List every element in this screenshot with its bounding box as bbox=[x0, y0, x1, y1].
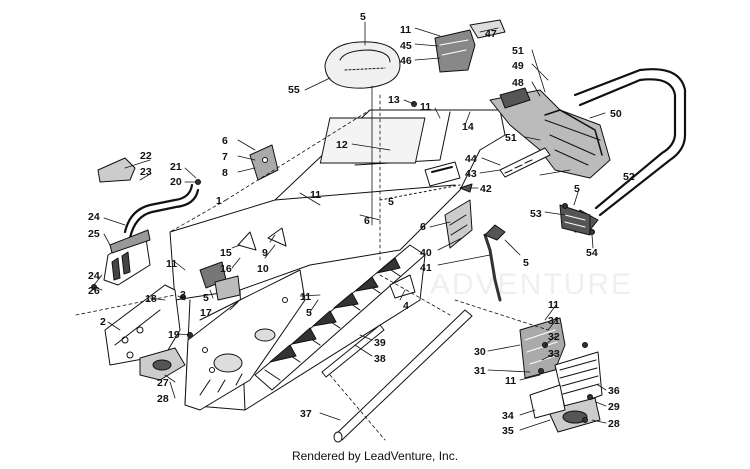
callout-6-right: 6 bbox=[420, 221, 426, 233]
bumper-bracket bbox=[559, 204, 591, 236]
callout-40: 40 bbox=[420, 247, 432, 259]
callout-5-right: 5 bbox=[574, 183, 580, 195]
running-board bbox=[254, 244, 426, 391]
callout-24-top: 24 bbox=[88, 211, 100, 223]
callout-31-mid: 31 bbox=[474, 365, 486, 377]
callout-25: 25 bbox=[88, 228, 100, 240]
callout-34: 34 bbox=[502, 410, 514, 422]
callout-30: 30 bbox=[474, 346, 486, 358]
callout-12: 12 bbox=[336, 139, 348, 151]
callout-29: 29 bbox=[608, 401, 620, 413]
callout-27: 27 bbox=[157, 377, 169, 389]
callout-11-top: 11 bbox=[400, 24, 411, 36]
callout-39: 39 bbox=[374, 337, 386, 349]
fasteners bbox=[91, 101, 595, 423]
callout-44: 44 bbox=[465, 153, 477, 165]
callout-5-mid: 5 bbox=[306, 307, 312, 319]
callout-38: 38 bbox=[374, 353, 386, 365]
callout-11-center: 11 bbox=[310, 189, 321, 201]
mount-block bbox=[199, 261, 241, 301]
callout-16: 16 bbox=[220, 263, 232, 275]
callout-17: 17 bbox=[200, 307, 212, 319]
short-rod bbox=[321, 324, 385, 378]
callout-32: 32 bbox=[548, 331, 560, 343]
callout-19: 19 bbox=[168, 329, 180, 341]
callout-7: 7 bbox=[222, 151, 228, 163]
callout-6-left: 6 bbox=[222, 135, 228, 147]
callout-14: 14 bbox=[462, 121, 474, 133]
callout-11-lower: 11 bbox=[505, 375, 516, 387]
callout-1: 1 bbox=[216, 195, 222, 207]
callout-15: 15 bbox=[220, 247, 232, 259]
callout-43: 43 bbox=[465, 168, 477, 180]
callout-11-left: 11 bbox=[166, 258, 177, 270]
callout-4: 4 bbox=[403, 300, 409, 312]
callout-21: 21 bbox=[170, 161, 182, 173]
callout-9: 9 bbox=[262, 247, 268, 259]
front-housing bbox=[103, 229, 151, 286]
callout-42: 42 bbox=[480, 183, 492, 195]
callout-35: 35 bbox=[502, 425, 514, 437]
callout-28-right: 28 bbox=[608, 418, 620, 430]
callout-45: 45 bbox=[400, 40, 412, 52]
callout-5-strap: 5 bbox=[523, 257, 529, 269]
top-rail bbox=[499, 147, 551, 178]
callout-41: 41 bbox=[420, 262, 432, 274]
storage-block bbox=[434, 19, 506, 73]
lower-side-plate bbox=[184, 269, 306, 411]
callout-5-left: 5 bbox=[203, 292, 209, 304]
callout-50: 50 bbox=[610, 108, 622, 120]
callout-3: 3 bbox=[180, 289, 186, 301]
callout-49: 49 bbox=[512, 60, 524, 72]
callout-2: 2 bbox=[100, 316, 106, 328]
render-credit: Rendered by LeadVenture, Inc. bbox=[291, 449, 459, 463]
callout-52: 52 bbox=[623, 171, 635, 183]
callout-26: 26 bbox=[88, 285, 100, 297]
crossbar-rod bbox=[333, 309, 473, 443]
lower-right-grille bbox=[519, 317, 603, 433]
callout-36: 36 bbox=[608, 385, 620, 397]
callout-55: 55 bbox=[288, 84, 300, 96]
callout-5-center: 5 bbox=[388, 196, 394, 208]
callout-37: 37 bbox=[300, 408, 312, 420]
callout-8: 8 bbox=[222, 167, 228, 179]
toe-plate bbox=[139, 347, 186, 381]
front-cap bbox=[97, 157, 136, 183]
callout-5-top: 5 bbox=[360, 11, 366, 23]
center-plates bbox=[237, 227, 287, 251]
callout-28-left: 28 bbox=[157, 393, 169, 405]
callout-33: 33 bbox=[548, 348, 560, 360]
callout-54: 54 bbox=[586, 247, 598, 259]
front-hook bbox=[123, 183, 200, 240]
callout-labels: 5 11 45 46 47 51 49 48 50 51 55 13 11 14… bbox=[88, 11, 635, 437]
callout-51-mid: 51 bbox=[505, 132, 517, 144]
rear-flap bbox=[489, 87, 611, 179]
seat-cushion bbox=[324, 41, 401, 89]
callout-18: 18 bbox=[145, 293, 157, 305]
callout-48: 48 bbox=[512, 77, 524, 89]
callout-20: 20 bbox=[170, 176, 182, 188]
callout-11-b: 11 bbox=[420, 101, 431, 113]
rear-bracket bbox=[444, 199, 473, 249]
upper-bracket bbox=[249, 144, 279, 181]
leader-lines bbox=[75, 21, 607, 441]
callout-31-top: 31 bbox=[548, 315, 560, 327]
gusset-plate bbox=[389, 274, 416, 299]
callout-51-top: 51 bbox=[512, 45, 524, 57]
callout-11-mid: 11 bbox=[300, 291, 311, 303]
callout-46: 46 bbox=[400, 55, 412, 67]
front-side-plate bbox=[104, 284, 181, 366]
callout-22: 22 bbox=[140, 150, 152, 162]
callout-53: 53 bbox=[530, 208, 542, 220]
callout-23: 23 bbox=[140, 166, 152, 178]
side-strap bbox=[483, 224, 506, 302]
callout-11-right: 11 bbox=[548, 299, 559, 311]
callout-13: 13 bbox=[388, 94, 400, 106]
callout-10: 10 bbox=[257, 263, 269, 275]
callout-6-center: 6 bbox=[364, 215, 370, 227]
callout-47: 47 bbox=[485, 28, 497, 40]
callout-24-bottom: 24 bbox=[88, 270, 100, 282]
